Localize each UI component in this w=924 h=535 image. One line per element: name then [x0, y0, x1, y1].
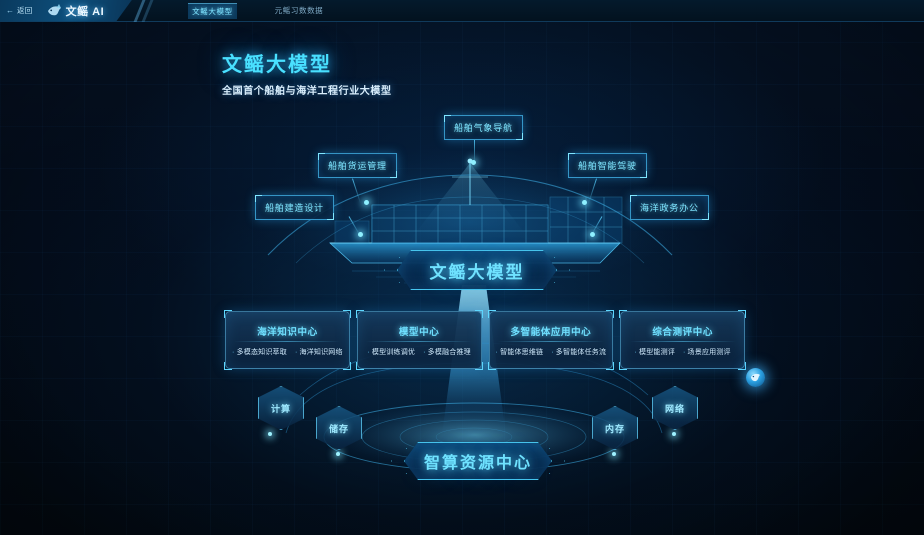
card-item: 海洋知识网络 — [295, 347, 343, 357]
corner-icon — [619, 362, 628, 370]
pill-node-1 — [364, 200, 369, 205]
card-ocean-knowledge-center[interactable]: 海洋知识中心 多模态知识萃取 海洋知识网络 — [224, 310, 351, 370]
assistant-icon — [750, 372, 761, 383]
card-items: 模型能测评 场景应用测评 — [634, 347, 731, 357]
top-bar: ← 返回 文鳐 AI 文鳐大模型 元鳐习数数据 — [0, 0, 924, 22]
corner-icon — [738, 310, 746, 318]
back-button[interactable]: ← 返回 — [6, 5, 33, 16]
corner-icon — [738, 362, 746, 370]
capability-cards: 海洋知识中心 多模态知识萃取 海洋知识网络 模型中心 模型训练调优 多模融合推理 — [224, 310, 746, 371]
card-item: 多模态知识萃取 — [232, 347, 287, 357]
card-items: 模型训练调优 多模融合推理 — [367, 347, 471, 357]
resource-node-compute[interactable]: 计算 — [258, 386, 304, 430]
card-item: 模型能测评 — [634, 347, 675, 357]
corner-icon — [487, 362, 496, 370]
resource-node-storage[interactable]: 储存 — [316, 406, 362, 450]
corner-icon — [474, 310, 483, 318]
top-nav: 文鳐大模型 元鳐习数数据 — [188, 2, 327, 19]
resource-node-dot — [672, 432, 676, 436]
card-title: 海洋知识中心 — [257, 326, 318, 338]
fish-logo-icon — [47, 4, 62, 17]
card-divider — [629, 340, 736, 342]
scenario-chip-government[interactable]: 海洋政务办公 — [630, 195, 709, 220]
assistant-fab-button[interactable] — [746, 368, 765, 387]
corner-icon — [342, 310, 351, 318]
pill-node-3 — [358, 232, 363, 237]
scenario-chip-autopilot[interactable]: 船舶智能驾驶 — [568, 153, 647, 178]
bottom-banner[interactable]: 智算资源中心 — [391, 442, 565, 480]
scenario-chip-freight[interactable]: 船舶货运管理 — [318, 153, 397, 178]
arrow-left-icon: ← — [6, 5, 14, 15]
card-divider — [366, 340, 473, 342]
corner-icon — [619, 310, 628, 318]
card-title: 多智能体应用中心 — [510, 326, 592, 338]
corner-icon — [606, 362, 615, 370]
resource-node-network[interactable]: 网络 — [652, 386, 698, 430]
pill-node-2 — [582, 200, 587, 205]
corner-icon — [606, 310, 615, 318]
nav-item-data[interactable]: 元鳐习数数据 — [274, 6, 324, 15]
scenario-chip-navigation[interactable]: 船舶气象导航 — [444, 115, 523, 140]
bottom-banner-label: 智算资源中心 — [423, 455, 532, 472]
corner-icon — [224, 362, 232, 370]
page-subtitle: 全国首个船舶与海洋工程行业大模型 — [222, 86, 392, 97]
center-banner-label: 文鳐大模型 — [429, 262, 525, 282]
divider-slashes — [132, 0, 170, 22]
brand-name: 文鳐 AI — [65, 5, 105, 18]
center-banner[interactable]: 文鳐大模型 — [384, 250, 570, 290]
top-bar-left-panel: ← 返回 文鳐 AI — [0, 0, 132, 22]
corner-icon — [487, 310, 496, 318]
card-item: 多智能体任务流 — [551, 347, 606, 357]
pill-node-0 — [471, 160, 476, 165]
corner-icon — [224, 310, 232, 318]
card-title: 综合测评中心 — [652, 326, 713, 338]
card-model-center[interactable]: 模型中心 模型训练调优 多模融合推理 — [355, 310, 483, 370]
corner-icon — [474, 362, 483, 370]
resource-node-memory[interactable]: 内存 — [592, 406, 638, 450]
page-title: 文鳐大模型 — [222, 54, 332, 76]
scenario-chip-design[interactable]: 船舶建造设计 — [255, 195, 334, 220]
brand[interactable]: 文鳐 AI — [47, 3, 105, 19]
card-item: 智能体思维链 — [496, 347, 544, 357]
back-button-label: 返回 — [17, 6, 33, 15]
card-comprehensive-evaluation-center[interactable]: 综合测评中心 模型能测评 场景应用测评 — [619, 310, 746, 370]
card-divider — [234, 340, 341, 342]
card-items: 多模态知识萃取 海洋知识网络 — [232, 347, 343, 357]
card-items: 智能体思维链 多智能体任务流 — [496, 347, 607, 357]
card-divider — [497, 340, 604, 342]
resource-node-label: 网络 — [664, 403, 685, 414]
card-title: 模型中心 — [398, 326, 440, 338]
resource-node-dot — [336, 452, 340, 456]
resource-node-label: 储存 — [328, 423, 349, 434]
nav-item-model[interactable]: 文鳐大模型 — [188, 2, 237, 19]
pill-node-4 — [590, 232, 595, 237]
resource-node-label: 内存 — [604, 423, 625, 434]
card-item: 模型训练调优 — [367, 347, 415, 357]
resource-node-dot — [612, 452, 616, 456]
card-item: 场景应用测评 — [683, 347, 731, 357]
corner-icon — [355, 310, 364, 318]
resource-node-label: 计算 — [270, 403, 291, 414]
card-multi-agent-application-center[interactable]: 多智能体应用中心 智能体思维链 多智能体任务流 — [487, 310, 615, 370]
card-item: 多模融合推理 — [423, 347, 471, 357]
corner-icon — [355, 362, 364, 370]
resource-node-dot — [268, 432, 272, 436]
corner-icon — [342, 362, 351, 370]
